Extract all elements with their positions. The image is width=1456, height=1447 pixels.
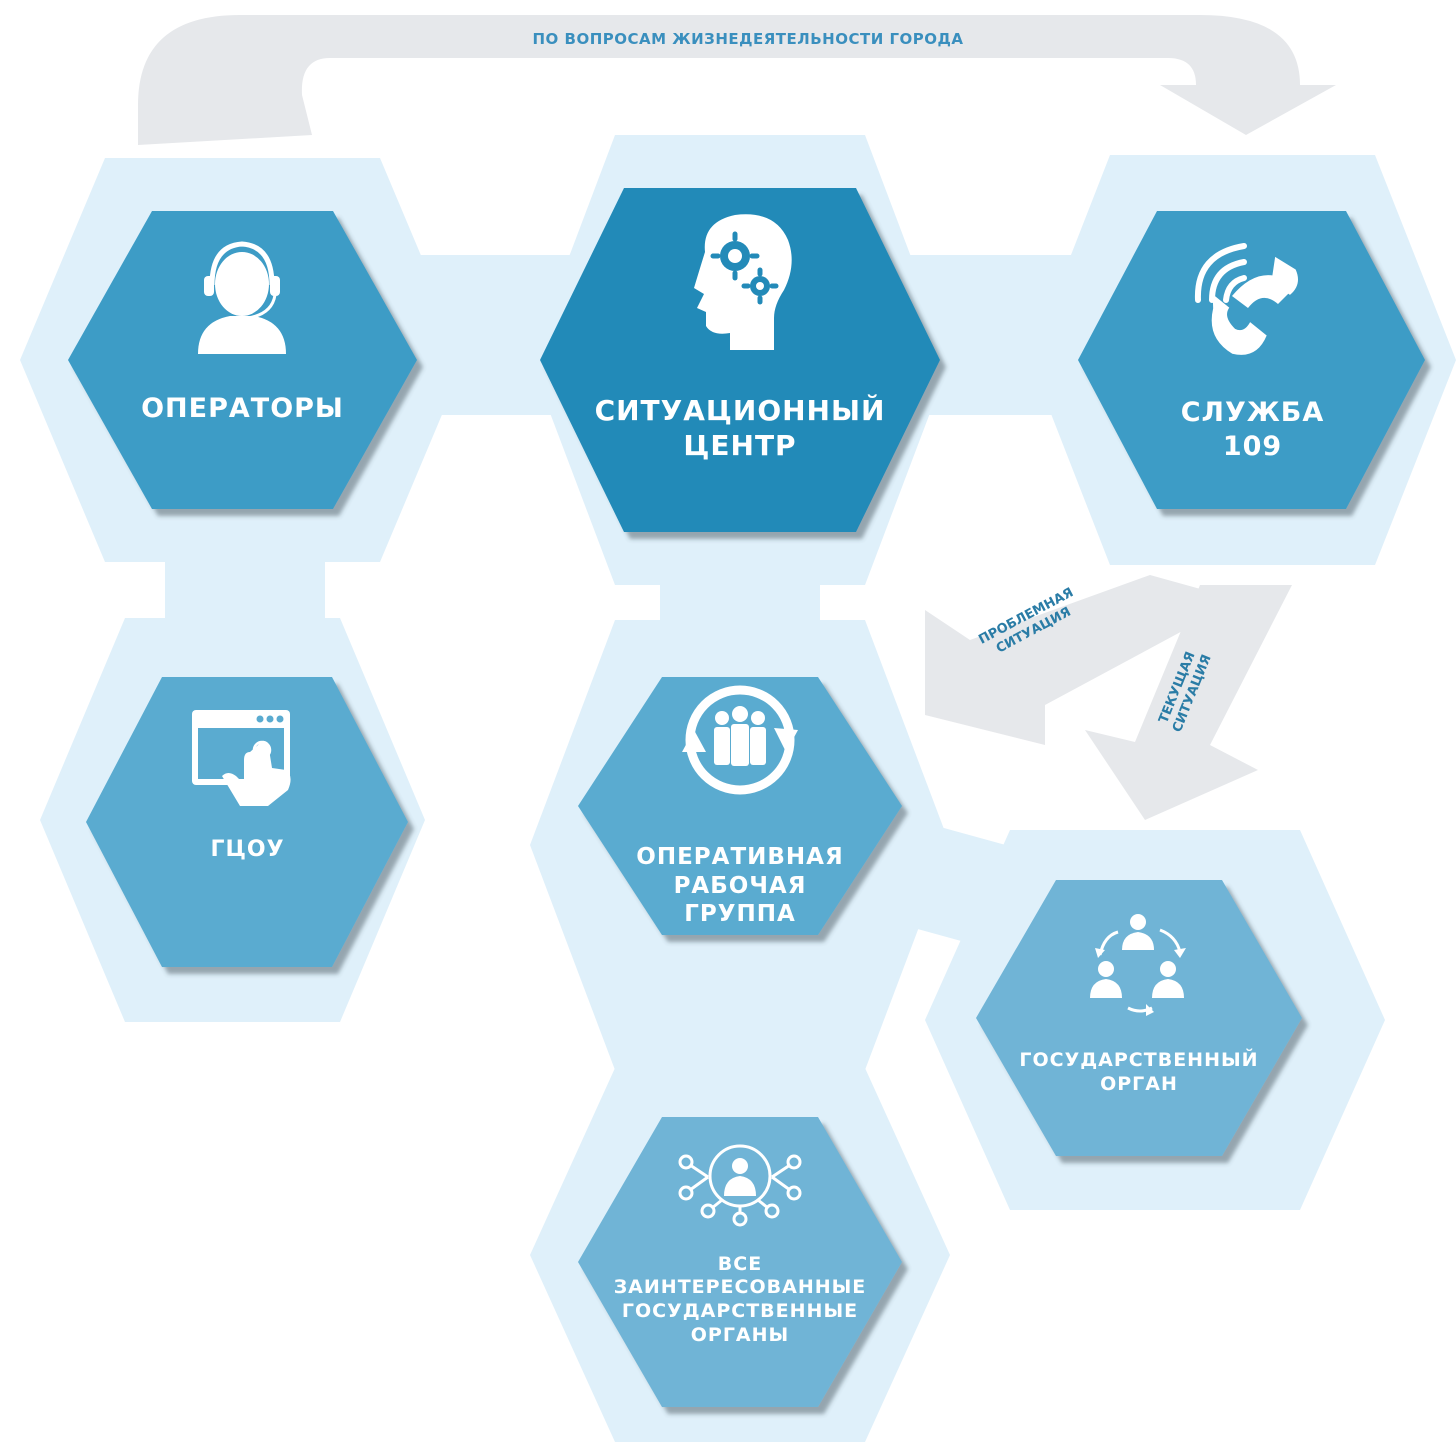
top-flow-label: ПО ВОПРОСАМ ЖИЗНЕДЕЯТЕЛЬНОСТИ ГОРОДА	[532, 30, 964, 48]
brain-gears-icon	[694, 214, 792, 350]
top-city-arrow	[138, 15, 1336, 145]
team-cycle-icon	[682, 685, 798, 795]
service-109-label: СЛУЖБА 109	[1180, 397, 1325, 462]
situation-center-label: СИТУАЦИОННЫЙ ЦЕНТР	[594, 394, 886, 462]
touch-window-icon	[192, 710, 291, 806]
people-exchange-icon	[1090, 914, 1186, 1016]
problem-situation-arrow	[925, 575, 1240, 745]
all-gov-bodies-label: ВСЕ ЗАИНТЕРЕСОВАННЫЕ ГОСУДАРСТВЕННЫЕ ОРГ…	[613, 1252, 867, 1346]
working-group-label: ОПЕРАТИВНАЯ РАБОЧАЯ ГРУППА	[636, 843, 844, 928]
current-situation-arrow	[1085, 585, 1292, 820]
hex-gov-body	[976, 880, 1302, 1156]
operator-headset-icon	[198, 241, 286, 354]
hex-gtsou	[86, 677, 408, 967]
gtsou-label: ГЦОУ	[210, 837, 285, 863]
phone-signal-icon	[1194, 243, 1299, 355]
hex-situation-center	[540, 188, 940, 532]
gov-body-label: ГОСУДАРСТВЕННЫЙ ОРГАН	[1019, 1049, 1259, 1095]
network-person-icon	[678, 1144, 802, 1227]
hex-all-gov-bodies	[578, 1117, 902, 1407]
hexagons	[68, 188, 1425, 1407]
flow-arrows	[138, 15, 1336, 820]
hex-operators	[68, 211, 417, 509]
operators-label: ОПЕРАТОРЫ	[141, 393, 344, 425]
hex-working-group	[578, 677, 902, 935]
hex-service-109	[1078, 211, 1425, 509]
